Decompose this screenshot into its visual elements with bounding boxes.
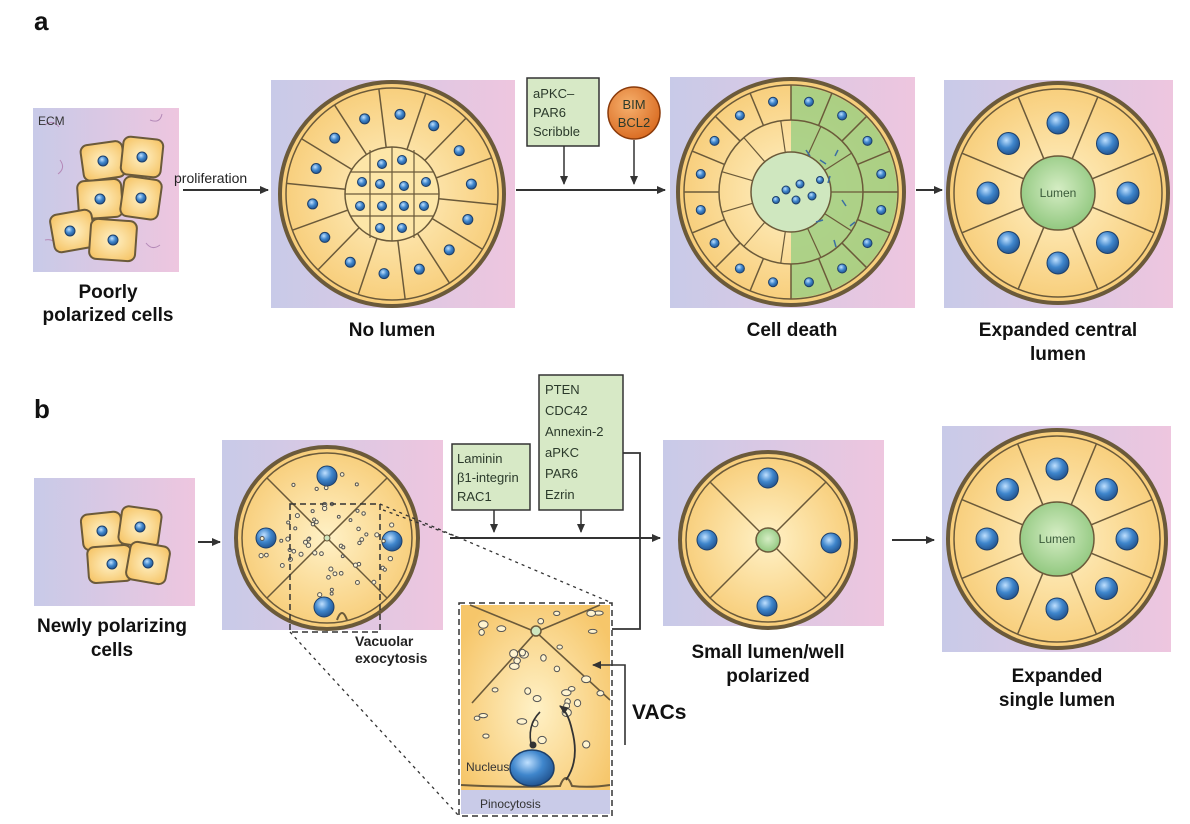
- caption-newly-polarizing-2: cells: [91, 640, 133, 661]
- panel-letter-a: a: [34, 6, 49, 36]
- caption-expanded-single-1: Expanded: [1012, 666, 1103, 687]
- caption-expanded-single-2: single lumen: [999, 690, 1115, 711]
- caption-vacuolar-2: exocytosis: [355, 650, 428, 666]
- caption-poorly-polarized-2: polarized cells: [43, 305, 174, 326]
- nucleus-label: Nucleus: [466, 760, 509, 774]
- cyst-cell-death: [678, 79, 904, 305]
- caption-poorly-polarized-1: Poorly: [78, 282, 138, 303]
- pinocytosis-label: Pinocytosis: [480, 797, 541, 811]
- regulator-line: Laminin: [457, 451, 503, 466]
- caption-small-lumen-1: Small lumen/well: [691, 642, 844, 663]
- cyst-no-lumen: [280, 82, 504, 306]
- lumen-label-a4: Lumen: [1040, 186, 1077, 200]
- regulator-line: Annexin-2: [545, 424, 604, 439]
- lumen-label-b4: Lumen: [1039, 532, 1076, 546]
- regulator-box-laminin: Laminin β1-integrin RAC1: [452, 444, 530, 510]
- cell-cluster-b1: [80, 505, 171, 585]
- regulator-line: aPKC–: [533, 86, 575, 101]
- regulator-box-pten: PTEN CDC42 Annexin-2 aPKC PAR6 Ezrin: [539, 375, 623, 510]
- cyst-vacuolar: [236, 447, 418, 629]
- caption-cell-death: Cell death: [747, 320, 838, 341]
- caption-expanded-central-1: Expanded central: [979, 320, 1137, 341]
- regulator-line: Scribble: [533, 124, 580, 139]
- caption-newly-polarizing-1: Newly polarizing: [37, 616, 187, 637]
- regulator-line: PTEN: [545, 382, 580, 397]
- ecm-label: ECM: [38, 114, 65, 128]
- regulator-circle-bim: BIM BCL2: [608, 87, 660, 139]
- regulator-line: BIM: [622, 97, 645, 112]
- regulator-line: RAC1: [457, 489, 492, 504]
- zoom-inset: [459, 603, 612, 816]
- cyst-small-lumen: [680, 452, 856, 628]
- caption-expanded-central-2: lumen: [1030, 344, 1086, 365]
- caption-no-lumen: No lumen: [349, 320, 436, 341]
- regulator-line: β1-integrin: [457, 470, 519, 485]
- regulator-line: aPKC: [545, 445, 579, 460]
- proliferation-label: proliferation: [174, 170, 247, 186]
- regulator-line: PAR6: [533, 105, 566, 120]
- regulator-line: PAR6: [545, 466, 578, 481]
- regulator-line: Ezrin: [545, 487, 575, 502]
- regulator-line: BCL2: [618, 115, 651, 130]
- regulator-line: CDC42: [545, 403, 588, 418]
- caption-vacuolar-1: Vacuolar: [355, 633, 414, 649]
- regulator-box-apkc: aPKC– PAR6 Scribble: [527, 78, 599, 146]
- vacs-label: VACs: [632, 701, 686, 724]
- panel-letter-b: b: [34, 394, 50, 424]
- caption-small-lumen-2: polarized: [726, 666, 809, 687]
